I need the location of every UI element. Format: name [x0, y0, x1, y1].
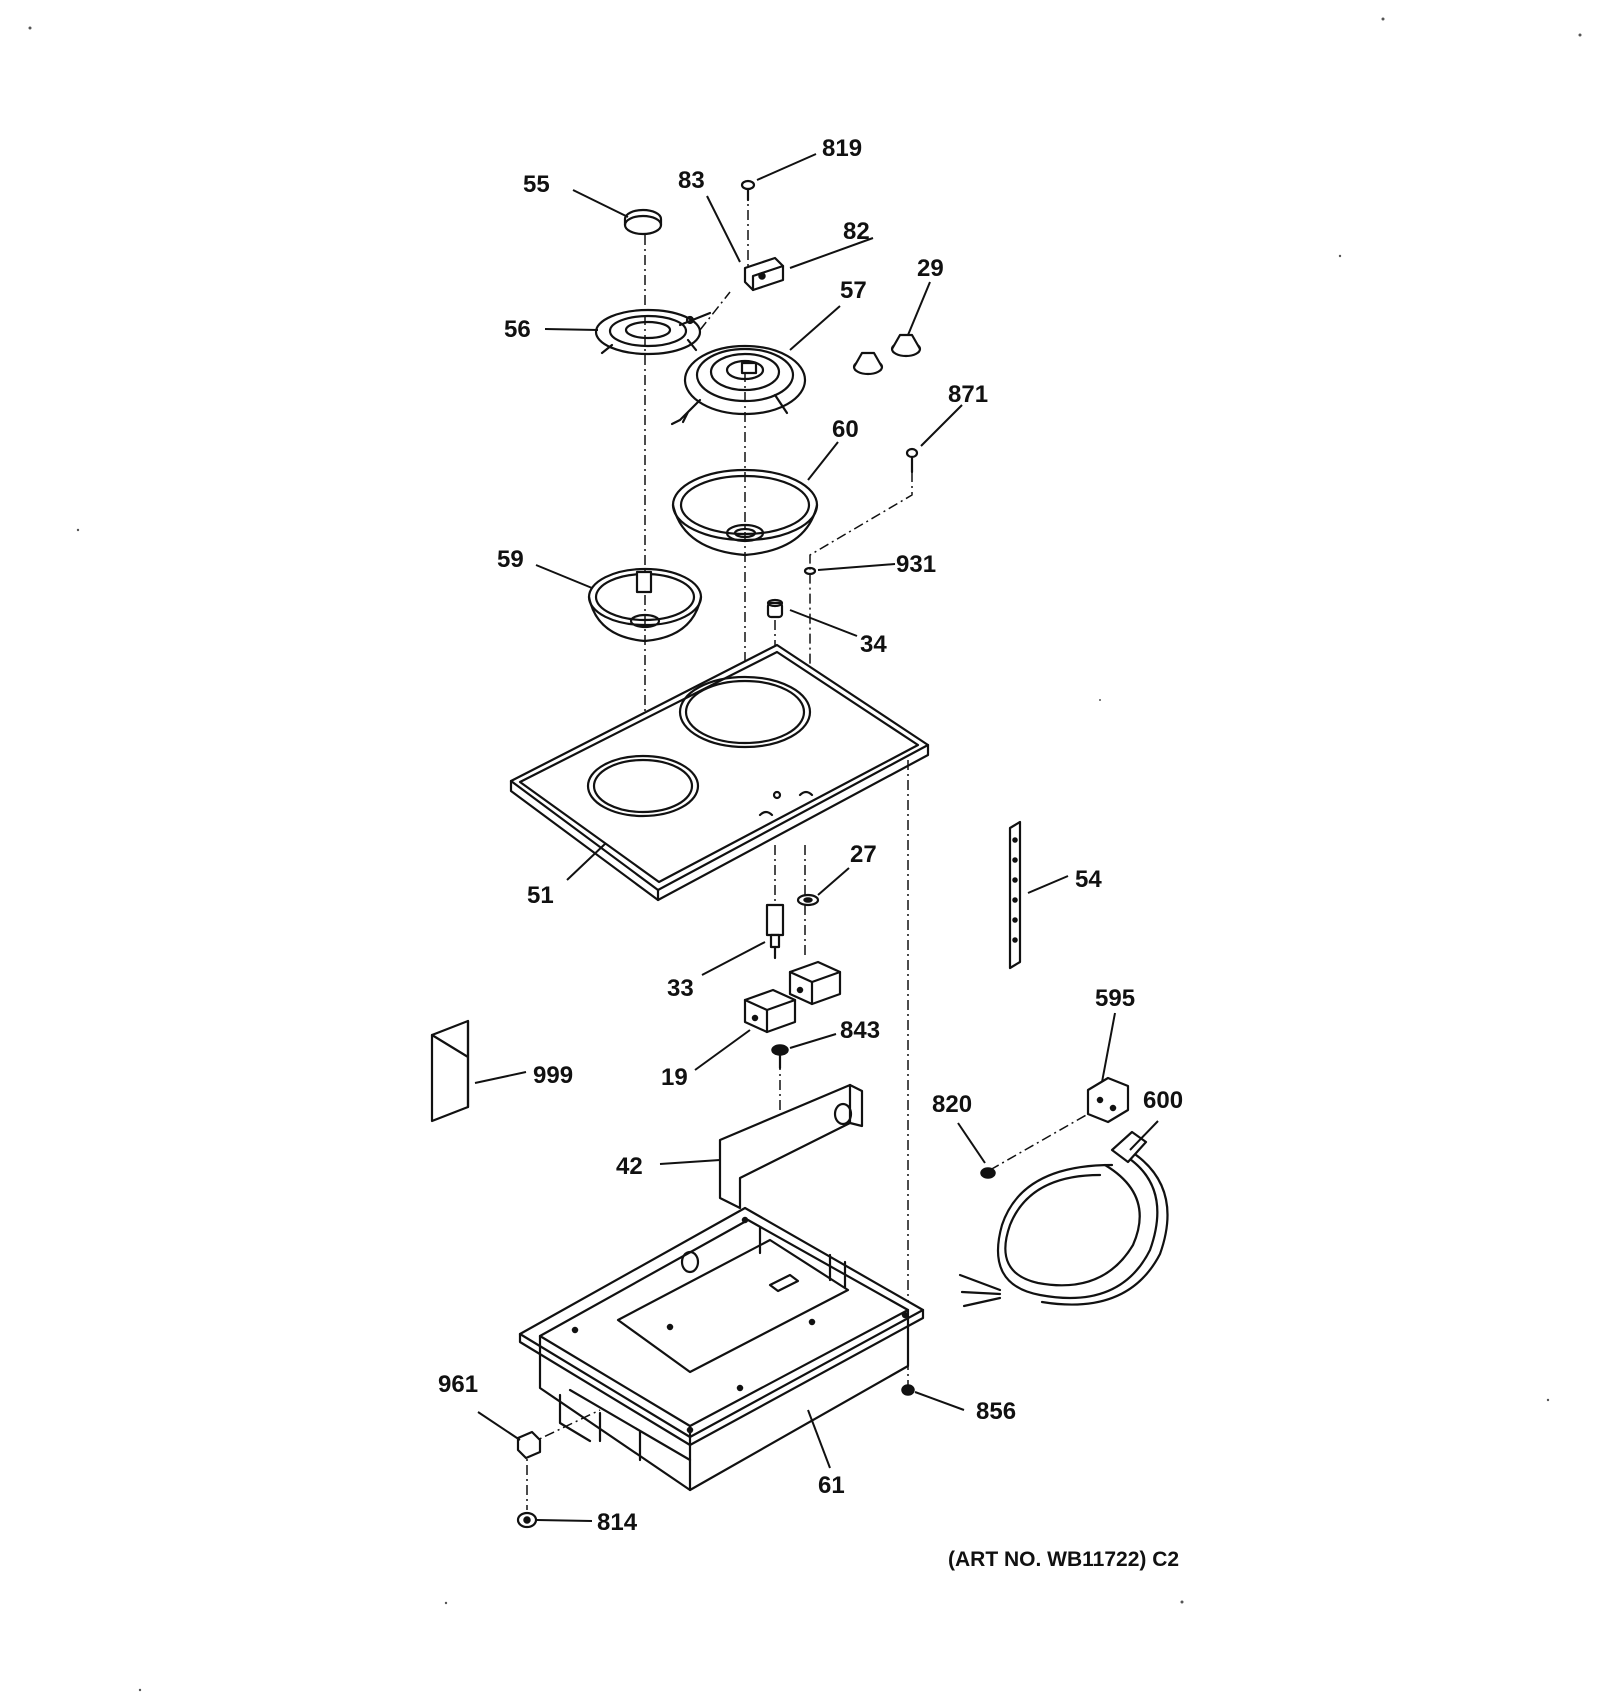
callout-871: 871	[948, 381, 988, 408]
part-600-power-cord	[958, 1130, 1169, 1308]
part-55-cap	[623, 208, 663, 236]
part-33-sensor	[765, 903, 785, 960]
callout-814: 814	[597, 1509, 638, 1536]
part-27-washer	[796, 893, 820, 907]
callout-33: 33	[667, 975, 694, 1002]
part-931-washer	[803, 566, 817, 576]
part-59-small-drip-pan	[587, 567, 703, 643]
callout-61: 61	[818, 1472, 845, 1499]
callout-60: 60	[832, 416, 859, 443]
art-number: (ART NO. WB11722) C2	[948, 1548, 1179, 1571]
callout-82: 82	[843, 218, 870, 245]
callout-34: 34	[860, 631, 887, 658]
callout-819: 819	[822, 135, 862, 162]
callout-961: 961	[438, 1371, 478, 1398]
callout-54: 54	[1075, 866, 1102, 893]
part-814-screw	[516, 1511, 538, 1529]
part-843-screw	[771, 1044, 789, 1070]
part-871-screw	[905, 447, 919, 474]
part-61-bottom-pan	[518, 1206, 925, 1492]
callout-843: 843	[840, 1017, 880, 1044]
callout-51: 51	[527, 882, 554, 909]
part-999-literature	[430, 1019, 470, 1123]
part-819-screw	[740, 179, 756, 202]
callout-29: 29	[917, 255, 944, 282]
callout-600: 600	[1143, 1087, 1183, 1114]
callout-55: 55	[523, 171, 550, 198]
callout-labels: 55 83 819 82 57 29 56 871 60 59 931 34 5…	[438, 135, 1183, 1571]
callout-820: 820	[932, 1091, 972, 1118]
callout-595: 595	[1095, 985, 1135, 1012]
callout-56: 56	[504, 316, 531, 343]
part-856-screw	[901, 1384, 915, 1396]
callout-931: 931	[896, 551, 936, 578]
part-82-receptacle	[743, 256, 785, 292]
leader-lines	[474, 153, 1159, 1522]
part-820-screw	[980, 1167, 996, 1179]
callout-19: 19	[661, 1064, 688, 1091]
part-34-clip	[766, 598, 784, 619]
part-60-large-drip-pan	[671, 468, 819, 557]
part-51-cooktop	[509, 643, 930, 902]
part-56-small-element	[594, 308, 712, 356]
callout-42: 42	[616, 1153, 643, 1180]
callout-856: 856	[976, 1398, 1016, 1425]
part-54-mounting-strip	[1008, 820, 1022, 970]
part-595-plate	[1086, 1076, 1130, 1124]
callout-27: 27	[850, 841, 877, 868]
part-57-large-element	[670, 344, 807, 426]
part-42-bracket	[718, 1083, 864, 1210]
part-961-clip	[516, 1430, 542, 1460]
callout-999: 999	[533, 1062, 573, 1089]
part-19-switches	[743, 960, 842, 1034]
scan-noise	[28, 17, 1582, 1692]
callout-57: 57	[840, 277, 867, 304]
callout-59: 59	[497, 546, 524, 573]
part-29-knobs	[852, 333, 922, 376]
callout-83: 83	[678, 167, 705, 194]
